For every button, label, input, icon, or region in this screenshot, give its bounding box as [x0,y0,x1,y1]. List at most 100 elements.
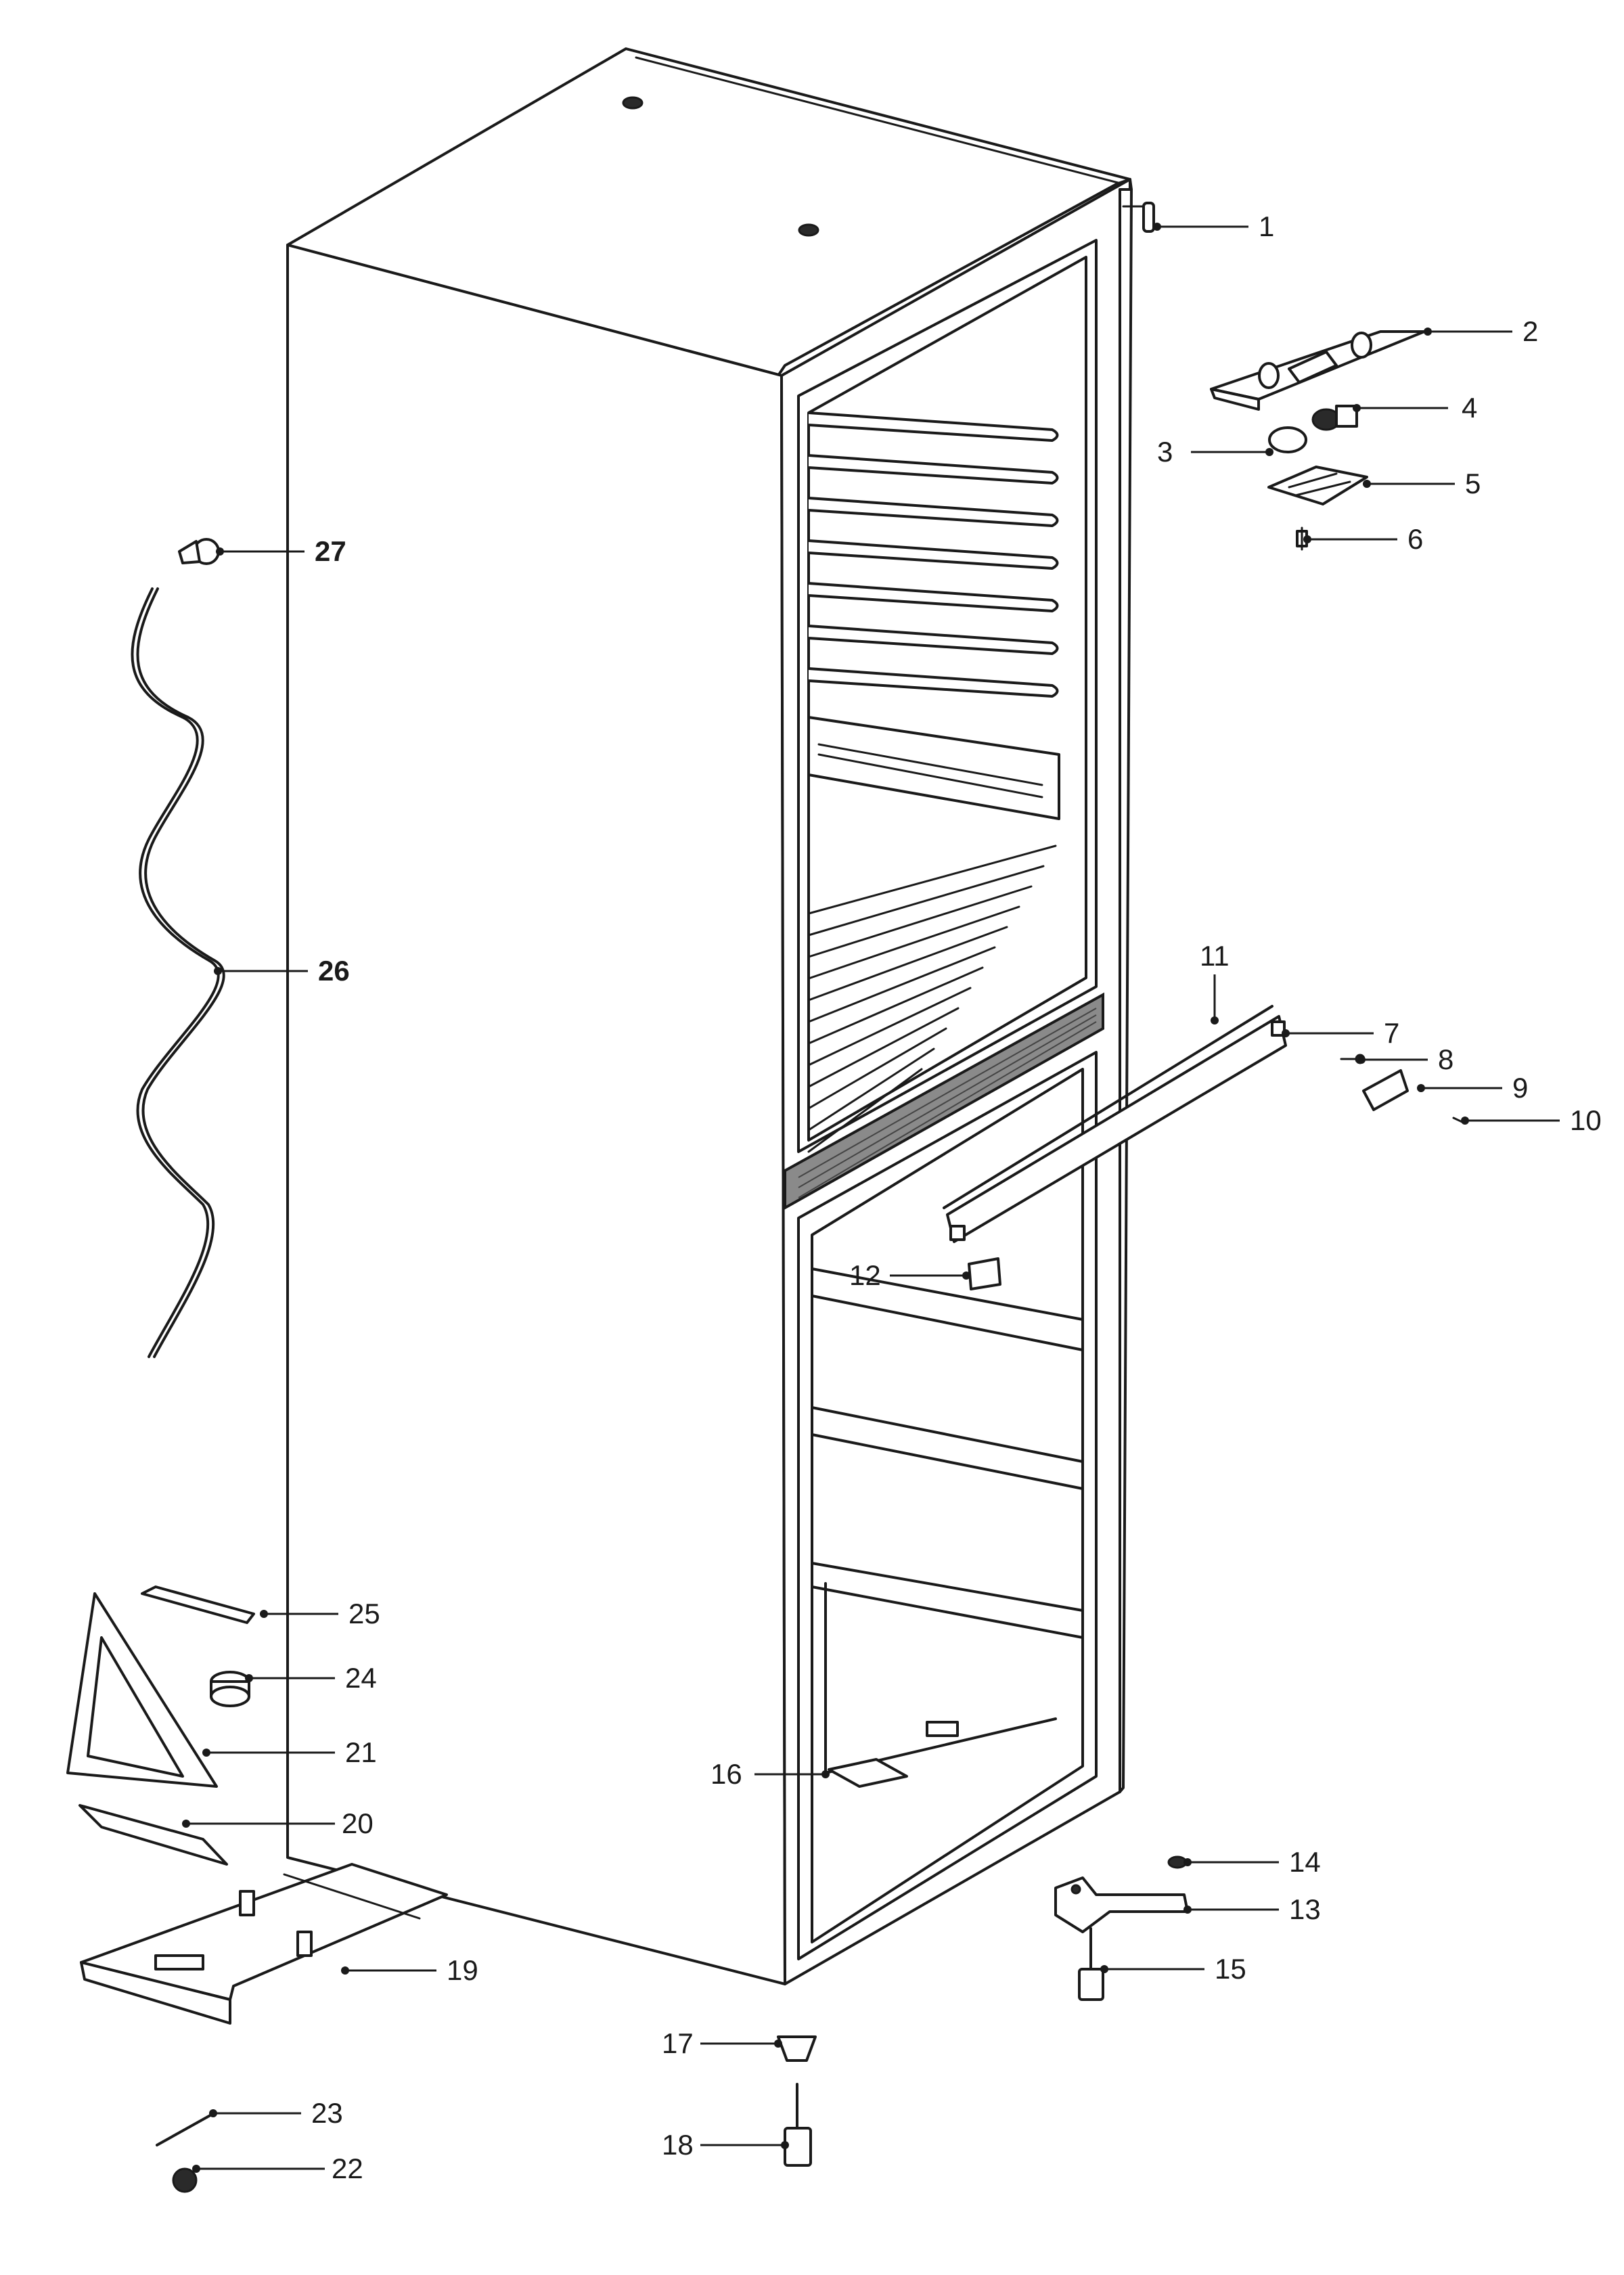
callout-number: 3 [1157,436,1173,468]
callout-4: 4 [1353,392,1477,424]
callout-number: 18 [662,2129,694,2161]
part-17-foot-cap [777,2035,817,2062]
callout-23: 23 [209,2097,343,2129]
callout-1: 1 [1153,210,1274,242]
grille-line [807,1048,935,1131]
top-hole-right [798,223,819,237]
callout-5: 5 [1363,468,1481,499]
part-18-adjustable-foot [784,2083,812,2167]
callout-number: 21 [345,1736,377,1768]
top-hole-left [622,96,644,110]
callout-labels: 1 2 3 4 5 6 7 8 9 10 11 12 13 14 15 16 1… [182,210,1602,2184]
callout-number: 22 [332,2153,363,2184]
shelf-rail [808,411,1059,442]
callout-20: 20 [182,1807,374,1839]
callout-number: 25 [348,1598,380,1629]
callout-number: 24 [345,1662,377,1694]
grille-line [807,905,1020,980]
callout-27: 27 [216,535,346,567]
callout-3: 3 [1157,436,1273,468]
callout-18: 18 [662,2129,789,2161]
part-13-bottom-hinge [1054,1876,1189,1933]
callout-7: 7 [1282,1017,1399,1049]
divider-mullion [784,992,1104,1211]
part-22-nut [172,2167,198,2193]
grille-line [807,1027,947,1110]
callout-number: 12 [849,1259,881,1291]
part-25-plate [141,1585,255,1624]
grille-line [807,1007,960,1088]
callout-number: 15 [1215,1953,1246,1985]
part-23-rod [156,2111,217,2146]
grille-line [807,1068,923,1153]
callout-number: 9 [1512,1072,1528,1104]
part-20-bar [78,1804,228,1866]
callout-number: 13 [1289,1893,1321,1925]
grille-line [807,987,972,1066]
shelf-rail [808,667,1059,698]
grille-line [807,966,984,1045]
callout-21: 21 [202,1736,377,1768]
shelf-rail [808,454,1059,485]
part-19-base-tray [80,1863,448,2025]
callout-6: 6 [1303,523,1423,555]
shelf-rails [808,411,1059,698]
callout-number: 5 [1465,468,1481,499]
part-16-drain [828,1758,908,1788]
callout-number: 11 [1200,940,1230,972]
callout-10: 10 [1461,1104,1602,1136]
part-12-holder [968,1257,1001,1290]
callout-12: 12 [849,1259,970,1291]
part-27-plug [178,538,220,565]
callout-19: 19 [341,1954,478,1986]
callout-number: 17 [662,2027,694,2059]
callout-11: 11 [1200,940,1230,1024]
part-2-lamp-housing [1210,330,1426,411]
callout-9: 9 [1417,1072,1528,1104]
callout-number: 16 [710,1758,742,1790]
callout-22: 22 [192,2153,363,2184]
callout-number: 20 [342,1807,374,1839]
part-21-frame [66,1592,218,1788]
callout-24: 24 [245,1662,377,1694]
shelf-rail [808,497,1059,527]
callout-17: 17 [662,2027,782,2059]
shelf-rail [808,582,1059,612]
part-3-bulb [1268,426,1307,453]
callout-number: 7 [1384,1017,1399,1049]
rear-panel [807,716,1060,820]
callout-16: 16 [710,1758,830,1790]
grille-line [807,865,1045,937]
grille-line [807,926,1008,1001]
shelf-rail [808,539,1059,570]
callout-number: 6 [1407,523,1423,555]
callout-15: 15 [1100,1953,1246,1985]
grille-line [807,844,1057,915]
callout-number: 14 [1289,1846,1321,1878]
callout-number: 10 [1570,1104,1602,1136]
callout-14: 14 [1183,1846,1321,1878]
callout-number: 8 [1438,1043,1453,1075]
cabinet [286,47,1133,1985]
callout-number: 4 [1462,392,1477,424]
part-4-switch [1311,405,1358,431]
callout-26: 26 [214,955,350,987]
callout-13: 13 [1183,1893,1321,1925]
part-5-lamp-cover [1267,466,1368,505]
grille-line [807,885,1033,958]
freezer-runners [811,1267,1084,1774]
callout-number: 1 [1259,210,1274,242]
shelf-rail [808,625,1059,655]
part-11-front-rail [943,1005,1287,1243]
callout-2: 2 [1424,315,1538,347]
callout-number: 27 [315,535,346,567]
fridge-bottom-grille [807,844,1057,1153]
part-26-gasket-cord [131,587,220,1358]
callout-number: 2 [1522,315,1538,347]
part-1-hinge-pin [1122,202,1155,233]
callout-25: 25 [260,1598,380,1629]
grille-line [807,946,996,1023]
part-9-bracket [1362,1069,1409,1111]
part-24-bushing [210,1671,250,1707]
